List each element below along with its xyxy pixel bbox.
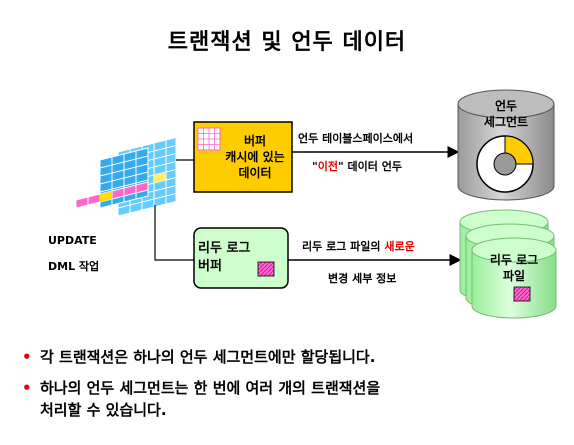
redo-buffer-label: 리두 로그 버퍼 xyxy=(198,241,251,274)
bullet-dot-icon: • xyxy=(22,348,32,366)
bullet-item-1: •각 트랜잭션은 하나의 언두 세그먼트에만 할당됩니다. xyxy=(22,348,376,366)
arrow-top-line2: "이전" 데이터 언두 xyxy=(312,160,402,173)
arrow-bottom-line2: 변경 세부 정보 xyxy=(328,272,397,285)
buffer-cache-box xyxy=(193,121,293,193)
connector-to-redo xyxy=(154,205,194,261)
update-label: UPDATE xyxy=(48,234,97,247)
data-grid-graphic xyxy=(75,136,177,217)
redo-buffer-block-icon xyxy=(257,261,275,277)
bullet-item-2: •하나의 언두 세그먼트는 한 번에 여러 개의 트랜잭션을 처리할 수 있습니… xyxy=(22,379,381,419)
undo-segment-cylinder xyxy=(457,89,555,201)
dml-label: DML 작업 xyxy=(48,260,100,273)
bullet-dot-icon: • xyxy=(22,379,32,397)
page-title: 트랜잭션 및 언두 데이터 xyxy=(167,30,407,55)
redo-file-block-icon xyxy=(513,286,531,302)
arrow-bottom-line1: 리두 로그 파일의 새로운 xyxy=(302,240,415,253)
undo-segment-label: 언두 세그먼트 xyxy=(483,99,529,129)
redo-file-label: 리두 로그 파일 xyxy=(489,253,539,283)
redo-file-cylinders xyxy=(459,209,557,319)
buffer-grid-icon xyxy=(197,127,221,151)
arrow-top-line1: 언두 테이블스페이스에서 xyxy=(298,132,414,145)
buffer-cache-label: 버퍼 캐시에 있는 데이터 xyxy=(225,134,285,180)
